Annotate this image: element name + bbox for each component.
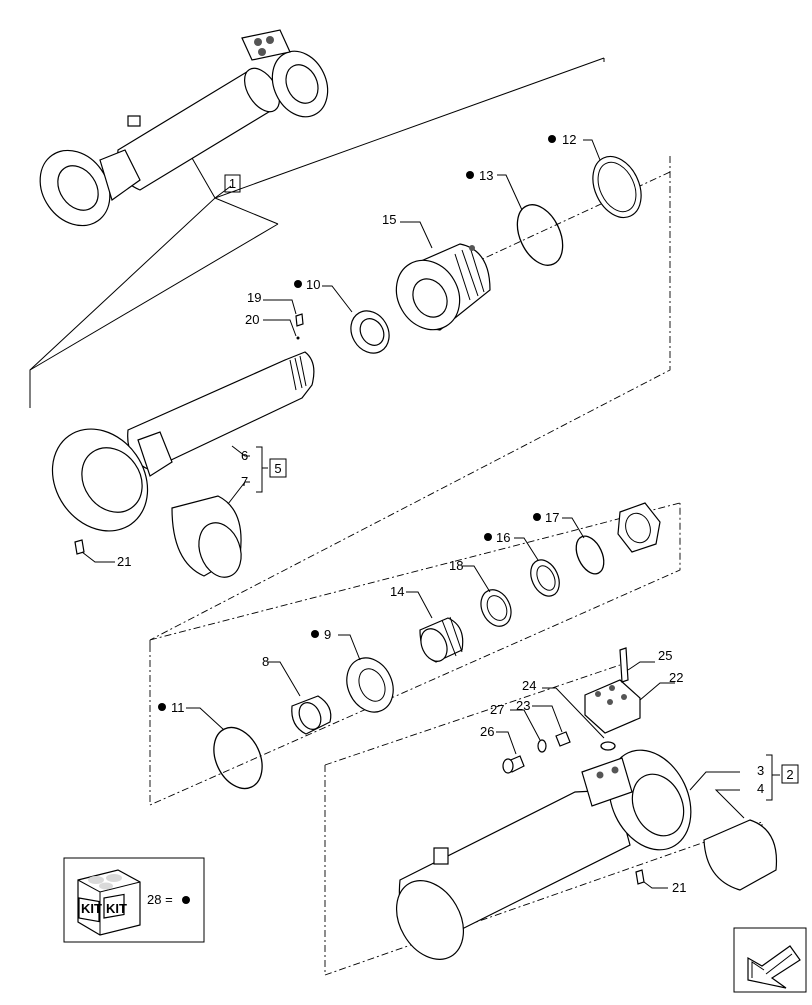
kit-legend: KIT KIT 28 =: [63, 857, 205, 943]
valve-block-22: [584, 679, 641, 734]
svg-text:11: 11: [171, 700, 185, 715]
svg-text:14: 14: [390, 584, 404, 599]
ring-13: [516, 204, 564, 266]
assembled-cylinder: [39, 29, 329, 227]
frame-barrel: [324, 664, 763, 976]
kit-dot-12: [548, 135, 556, 143]
svg-text:17: 17: [545, 510, 559, 525]
bushing-7: [171, 495, 242, 578]
kit-legend-dot: [182, 896, 190, 904]
bracket-6-7: 5: [256, 446, 287, 493]
svg-text:5: 5: [274, 461, 281, 476]
ring-11: [213, 726, 263, 790]
svg-text:15: 15: [382, 212, 396, 227]
kit-dot-16: [484, 533, 492, 541]
svg-text:25: 25: [658, 648, 672, 663]
bushing-8: [291, 695, 332, 735]
callout-numbers: 12 13 15 10 19 20 6 7 21 17 16 18 14 9 8…: [117, 132, 764, 895]
ring-16: [530, 559, 560, 597]
svg-text:23: 23: [516, 698, 530, 713]
frame-1-outline: [29, 57, 605, 408]
grease-fitting-21a: [74, 539, 85, 555]
svg-text:21: 21: [672, 880, 686, 895]
fitting-23: [555, 731, 571, 747]
bushing-4: [703, 819, 778, 891]
ring-9: [346, 657, 394, 713]
kit-box-icon: KIT KIT: [77, 869, 141, 936]
o-ring-24: [600, 741, 616, 751]
seal-10: [350, 310, 390, 354]
svg-text:8: 8: [262, 654, 269, 669]
kit-dot-10: [294, 280, 302, 288]
kit-dot-9: [311, 630, 319, 638]
kit-dot-11: [158, 703, 166, 711]
svg-text:6: 6: [241, 448, 248, 463]
ring-17: [575, 535, 605, 575]
svg-text:10: 10: [306, 277, 320, 292]
svg-text:13: 13: [479, 168, 493, 183]
svg-text:21: 21: [117, 554, 131, 569]
svg-text:KIT: KIT: [106, 901, 127, 916]
svg-text:KIT: KIT: [81, 901, 102, 916]
nav-arrow-icon[interactable]: [733, 927, 807, 993]
kit-dot-13: [466, 171, 474, 179]
set-screw-19: [295, 313, 304, 340]
ring-12: [592, 155, 642, 219]
kit-dot-17: [533, 513, 541, 521]
leader-lines: [81, 139, 745, 889]
svg-text:7: 7: [241, 474, 248, 489]
svg-text:20: 20: [245, 312, 259, 327]
svg-text:16: 16: [496, 530, 510, 545]
screw-25: [619, 647, 629, 683]
svg-text:1: 1: [229, 176, 236, 191]
grease-fitting-21b: [635, 869, 645, 885]
piston-15: [395, 243, 491, 331]
bracket-3-4: 2: [766, 754, 799, 801]
svg-text:24: 24: [522, 678, 536, 693]
svg-text:9: 9: [324, 627, 331, 642]
svg-text:2: 2: [786, 767, 793, 782]
plug-26: [502, 755, 525, 774]
ring-18: [480, 589, 512, 627]
svg-text:12: 12: [562, 132, 576, 147]
callout-1: 1: [224, 174, 241, 193]
svg-text:3: 3: [757, 763, 764, 778]
barrel-3: [395, 749, 692, 960]
frame-gland: [149, 502, 681, 806]
svg-text:4: 4: [757, 781, 764, 796]
piston-rod: [51, 351, 315, 532]
svg-text:22: 22: [669, 670, 683, 685]
svg-text:28 =: 28 =: [147, 892, 173, 907]
svg-text:27: 27: [490, 702, 504, 717]
gland-14: [419, 616, 464, 663]
svg-text:18: 18: [449, 558, 463, 573]
svg-text:19: 19: [247, 290, 261, 305]
svg-text:26: 26: [480, 724, 494, 739]
hex-nut: [617, 502, 661, 553]
washer-27: [537, 739, 547, 753]
